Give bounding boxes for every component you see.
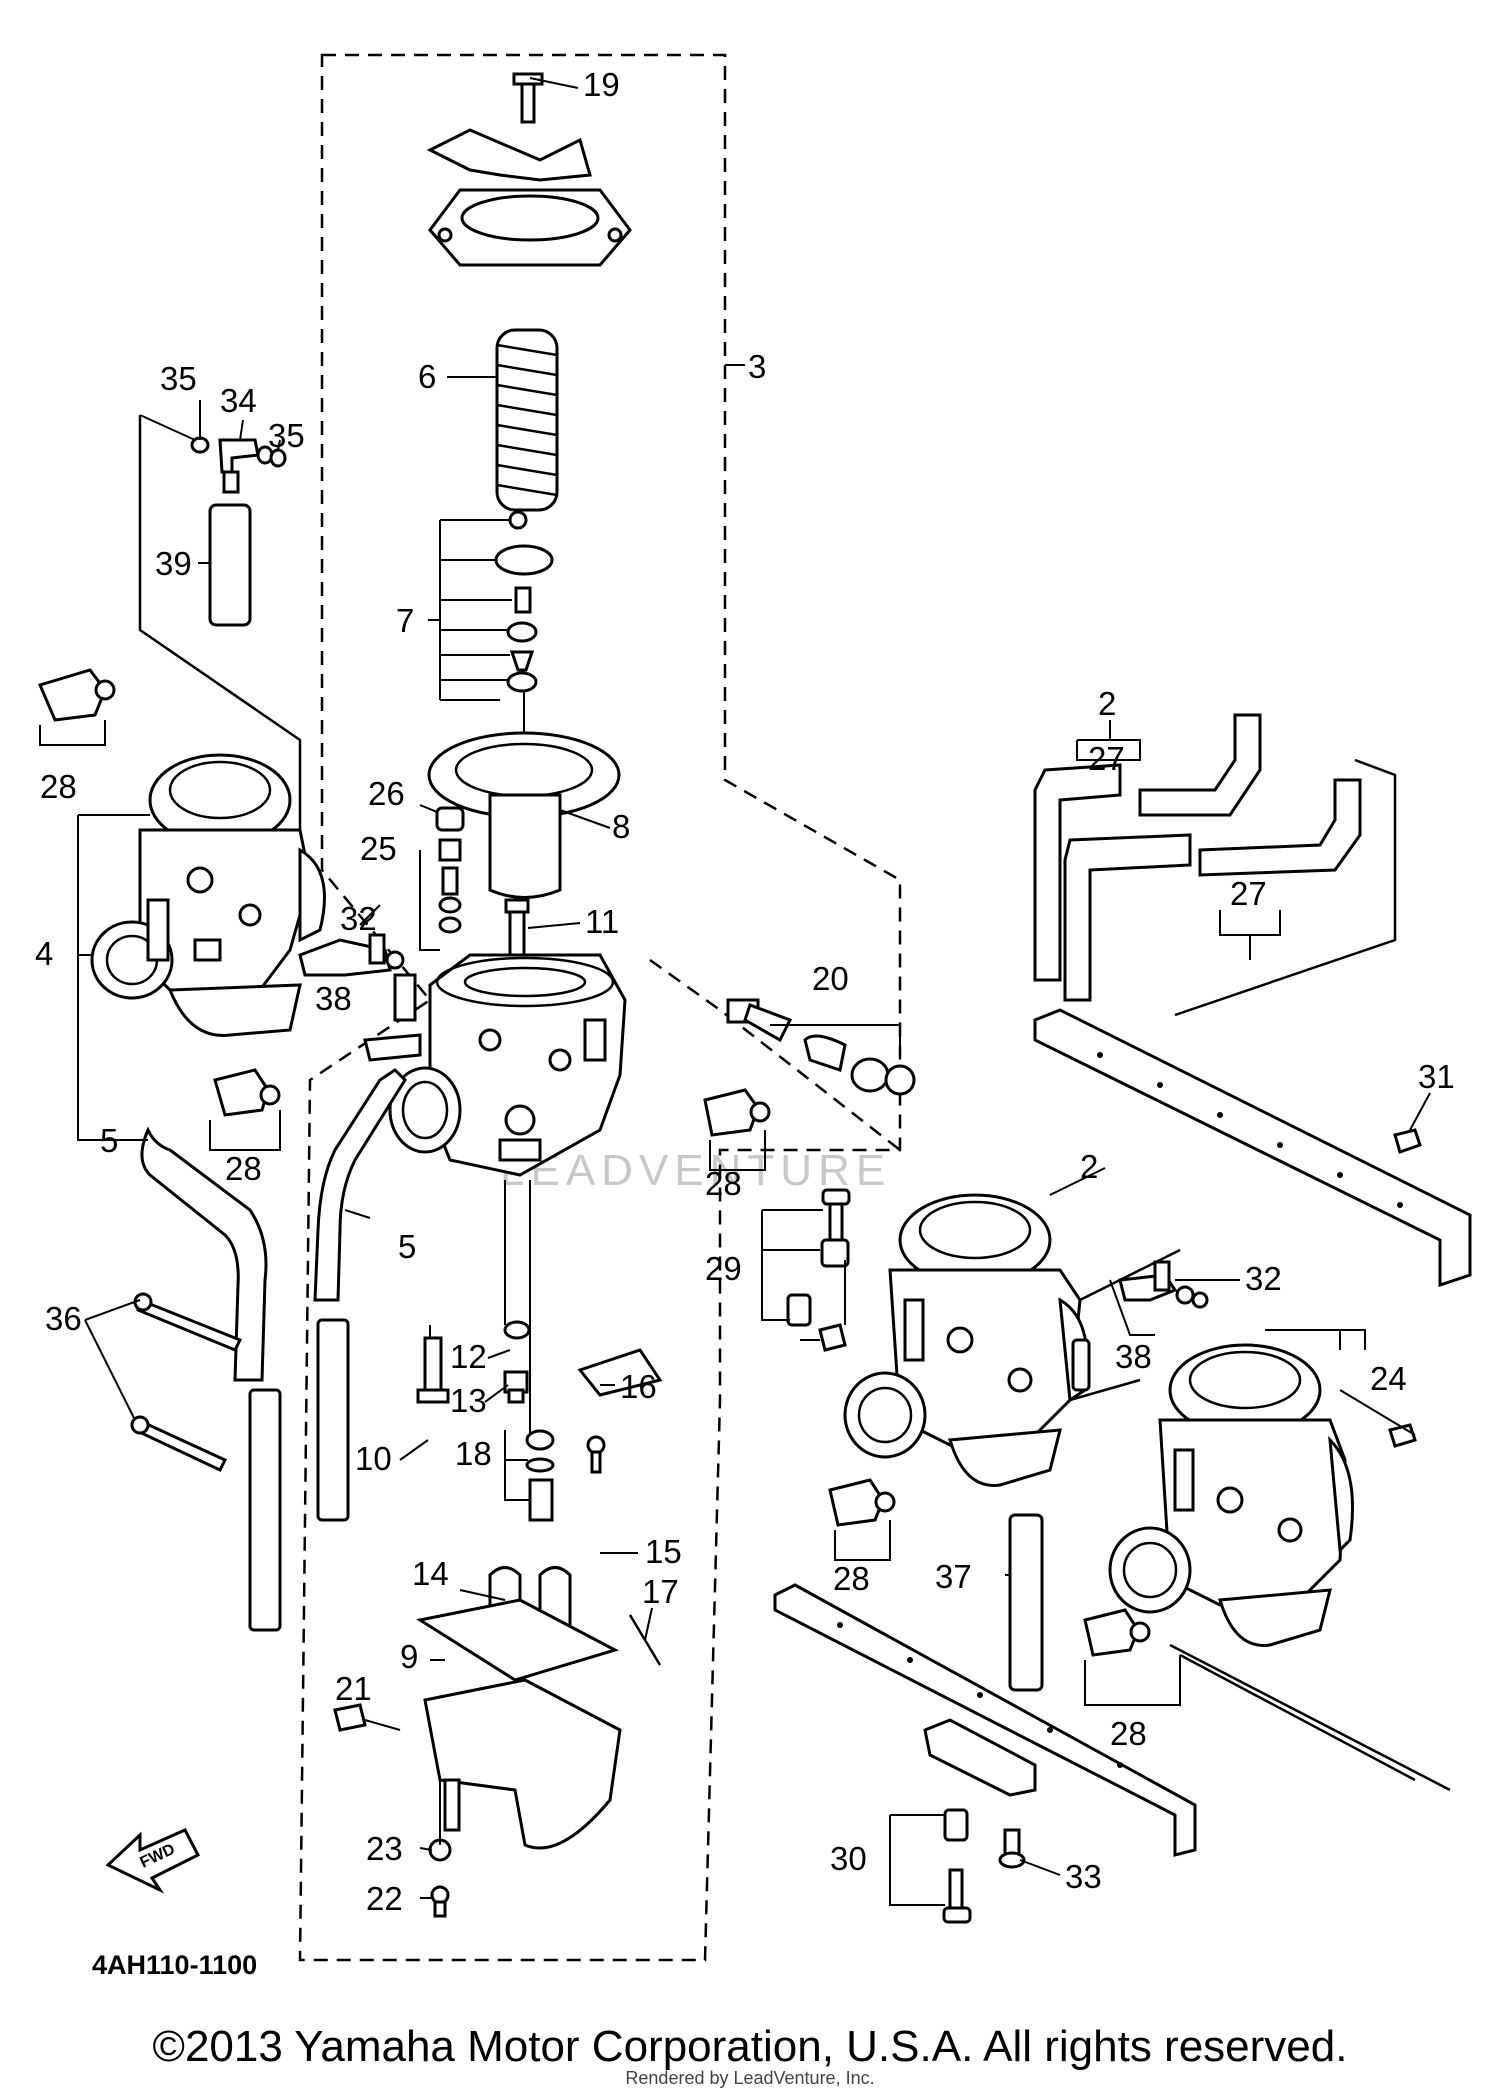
assembly-boundary-inner: [649, 958, 901, 1151]
fwd-arrow-icon: FWD: [105, 1828, 201, 1894]
callout-28-left-bottom: 28: [225, 1150, 262, 1187]
callout-13: 13: [450, 1382, 487, 1419]
callout-34: 34: [220, 382, 257, 419]
bracket-bolts-30-33: [889, 1808, 1026, 1924]
callout-22: 22: [366, 1880, 403, 1917]
screws-29: [761, 1188, 851, 1352]
mounting-rail-upper: [1033, 1008, 1472, 1288]
callout-30: 30: [830, 1840, 867, 1877]
callout-20: 20: [812, 960, 849, 997]
callout-10: 10: [355, 1440, 392, 1477]
callout-21: 21: [335, 1670, 372, 1707]
callout-28-right-front: 28: [833, 1560, 870, 1597]
callout-28-left-top: 28: [40, 768, 77, 805]
callout-4: 4: [35, 935, 53, 972]
needle-set: [439, 510, 554, 790]
carburetor-body-center: [363, 953, 627, 1177]
callout-33: 33: [1065, 1858, 1102, 1895]
callout-28-right-rear: 28: [1110, 1715, 1147, 1752]
callout-17: 17: [642, 1573, 679, 1610]
callout-35-right: 35: [268, 417, 305, 454]
callout-19: 19: [583, 66, 620, 103]
callout-35-left: 35: [160, 360, 197, 397]
rendered-by-credit: Rendered by LeadVenture, Inc.: [625, 2068, 875, 2088]
hose-37: [1008, 1513, 1044, 1692]
jet-stack-26-25: [419, 806, 465, 951]
callout-5-left: 5: [100, 1122, 118, 1159]
callout-5-center: 5: [398, 1228, 416, 1265]
carburetor-right-rear: [1071, 1329, 1451, 1792]
callout-9: 9: [400, 1638, 418, 1675]
vent-fitting-34: [138, 414, 302, 830]
callout-2-top: 2: [1098, 685, 1116, 722]
callout-36: 36: [45, 1300, 82, 1337]
callout-32-right: 32: [1245, 1260, 1282, 1297]
hoses-27: [1033, 713, 1397, 1017]
vent-fitting-32-right: [1109, 1260, 1209, 1336]
callout-11: 11: [585, 903, 619, 940]
diaphragm-piston: [427, 731, 621, 899]
callout-18: 18: [455, 1435, 492, 1472]
carburetor-right-front: [843, 1193, 1181, 1487]
callout-3: 3: [748, 348, 766, 385]
callout-2-right: 2: [1080, 1148, 1098, 1185]
callout-32-left: 32: [340, 900, 377, 937]
callout-16: 16: [620, 1368, 657, 1405]
callout-26: 26: [368, 775, 405, 812]
callout-25: 25: [360, 830, 397, 867]
callout-37: 37: [935, 1558, 972, 1595]
float-bowl-assembly: [333, 1348, 663, 1918]
callout-23: 23: [366, 1830, 403, 1867]
callout-15: 15: [645, 1533, 682, 1570]
callout-6: 6: [418, 358, 436, 395]
hose-5-center: [313, 1068, 407, 1522]
callout-38-right: 38: [1115, 1338, 1152, 1375]
left-fittings: [37, 668, 405, 1151]
callout-29: 29: [705, 1250, 742, 1287]
callout-27-top: 27: [1088, 740, 1125, 777]
mounting-rail-lower: [773, 1583, 1197, 1857]
watermark: LEADVENTURE: [500, 1146, 891, 1195]
top-cover-assembly: [426, 72, 632, 267]
callout-27-bottom: 27: [1230, 875, 1267, 912]
callout-labels: 19 6 3 35 34 35 39 7 2 27 28 26 8 25 27 …: [35, 66, 1455, 1917]
callout-39: 39: [155, 545, 192, 582]
callout-12: 12: [450, 1338, 487, 1375]
fuel-pipe-20: [726, 998, 916, 1096]
callout-7: 7: [396, 602, 414, 639]
callout-28-center: 28: [705, 1165, 742, 1202]
callout-31: 31: [1418, 1058, 1455, 1095]
hose-5-left: [84, 1126, 282, 1632]
callout-14: 14: [412, 1555, 449, 1592]
carburetor-left: [90, 753, 326, 1037]
callout-38-left: 38: [315, 980, 352, 1017]
fittings-28-right: [703, 1088, 1181, 1706]
copyright-notice: ©2013 Yamaha Motor Corporation, U.S.A. A…: [152, 2022, 1348, 2071]
lower-jets: [416, 1180, 555, 1522]
callout-24: 24: [1370, 1360, 1407, 1397]
diagram-code: 4AH110-1100: [92, 1950, 258, 1980]
spring: [495, 328, 559, 512]
callout-8: 8: [612, 808, 630, 845]
assembly-boundary: [298, 53, 902, 1962]
leader-lines: [77, 77, 1431, 1899]
